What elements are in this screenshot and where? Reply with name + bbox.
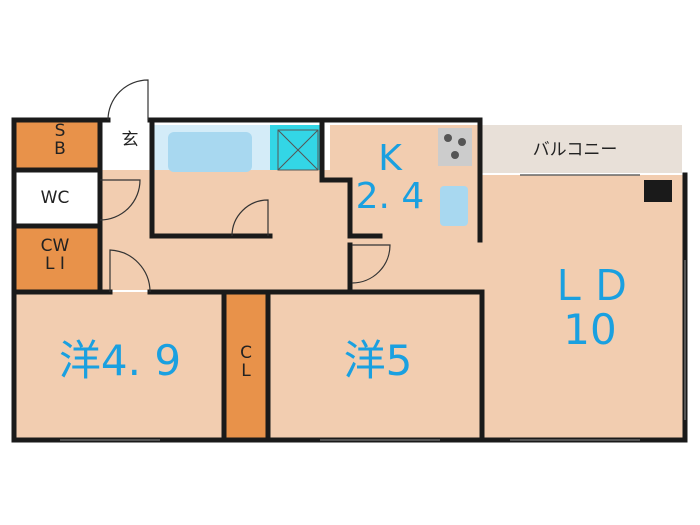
western-room-1-label: 洋4. 9 — [59, 336, 181, 385]
burner-icon — [451, 151, 459, 159]
sink-icon — [440, 186, 468, 226]
windows — [60, 174, 686, 441]
walk-in-closet — [14, 228, 100, 290]
hallway — [100, 170, 480, 290]
burner-icon — [458, 138, 466, 146]
entrance-label: 玄 — [122, 130, 139, 150]
ld-room — [480, 175, 685, 440]
door-icon — [99, 179, 141, 221]
stove-icon — [438, 128, 472, 166]
closet — [226, 292, 268, 440]
burner-icon — [444, 134, 452, 142]
western-room-1 — [14, 292, 224, 440]
western-room-2-label: 洋5 — [344, 336, 413, 385]
door-icon — [351, 244, 391, 284]
wc-room — [14, 172, 100, 224]
balcony-pillar — [644, 180, 672, 202]
western-room-2 — [270, 292, 482, 440]
washer-cross-icon — [277, 129, 319, 171]
entrance-door-icon — [107, 79, 149, 121]
door-icon — [231, 199, 269, 237]
wc-label: WC — [41, 188, 70, 208]
bathtub-icon — [168, 132, 252, 172]
storage-sb — [14, 120, 100, 168]
balcony-label: バルコニー — [533, 140, 618, 160]
door-icon — [109, 249, 151, 293]
balcony — [482, 125, 682, 173]
doors — [99, 79, 391, 293]
